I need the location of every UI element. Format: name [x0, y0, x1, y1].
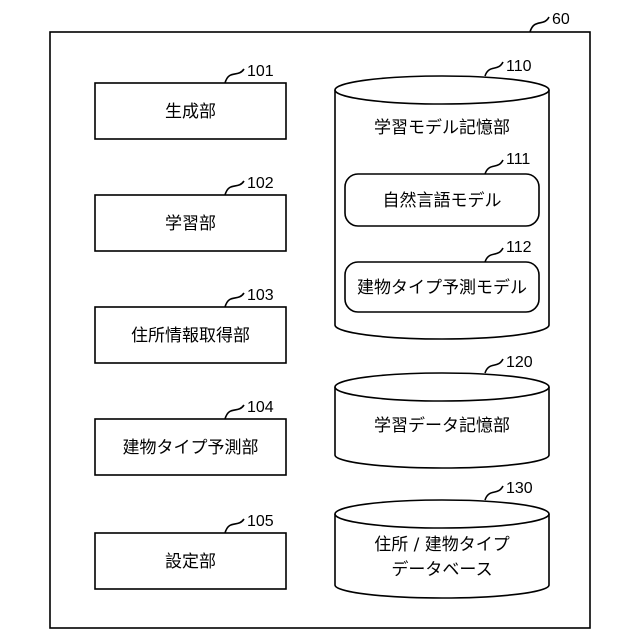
- training-data-storage-label: 学習データ記憶部: [374, 415, 510, 436]
- setting-unit-label: 設定部: [165, 552, 216, 572]
- setting-unit-ref: 105: [247, 513, 274, 530]
- frame-ref-label: 60: [552, 11, 570, 28]
- model-storage-ref: 110: [506, 58, 532, 75]
- training-data-storage-ref: 120: [506, 354, 533, 371]
- learning-unit-ref: 102: [247, 175, 274, 192]
- generation-unit-ref: 101: [247, 63, 274, 80]
- model-storage-cylinder-top: [335, 76, 549, 104]
- building-type-prediction-unit-ref: 104: [247, 399, 274, 416]
- address-building-db-ref-leader: [485, 486, 503, 500]
- address-building-db-label-line2: データベース: [391, 559, 492, 580]
- training-data-storage-ref-leader: [485, 359, 503, 373]
- training-data-storage-cylinder-top: [335, 373, 549, 401]
- natural-language-model-ref: 111: [506, 151, 530, 168]
- generation-unit-label: 生成部: [165, 102, 216, 122]
- setting-unit-ref-leader: [225, 519, 244, 533]
- building-type-prediction-unit-ref-leader: [225, 405, 244, 419]
- address-building-db-label-line1: 住所 / 建物タイプ: [374, 535, 510, 555]
- building-type-prediction-unit-label: 建物タイプ予測部: [123, 438, 259, 458]
- model-storage-label: 学習モデル記憶部: [374, 117, 510, 138]
- generation-unit-ref-leader: [225, 69, 244, 83]
- frame-ref-leader: [530, 17, 549, 32]
- building-type-prediction-model-label: 建物タイプ予測モデル: [357, 277, 527, 298]
- learning-unit-ref-leader: [225, 181, 244, 195]
- model-storage-ref-leader: [485, 62, 503, 76]
- address-info-acquisition-unit-ref: 103: [247, 287, 274, 304]
- building-type-prediction-model-ref: 112: [506, 239, 532, 256]
- learning-unit-label: 学習部: [165, 214, 216, 234]
- address-info-acquisition-unit-label: 住所情報取得部: [131, 326, 250, 346]
- natural-language-model-label: 自然言語モデル: [383, 190, 502, 211]
- address-info-acquisition-unit-ref-leader: [225, 293, 244, 307]
- address-building-db-ref: 130: [506, 480, 533, 497]
- address-building-db-cylinder-top: [335, 500, 549, 528]
